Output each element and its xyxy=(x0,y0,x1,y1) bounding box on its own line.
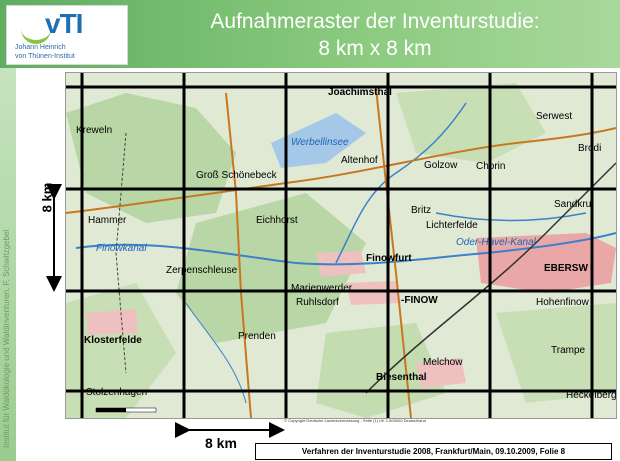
map-place-label: Altenhof xyxy=(341,155,378,166)
vti-logo: vTI Johann Heinrich von Thünen-Institut xyxy=(6,5,128,65)
map-place-label: Kreweln xyxy=(76,125,112,136)
logo-subtitle-2: von Thünen-Institut xyxy=(15,53,75,60)
map-place-label: Oder-Havel-Kanal xyxy=(456,237,537,248)
map-place-label: Biesenthal xyxy=(376,372,427,383)
urban-area xyxy=(416,358,466,388)
map-place-label: Melchow xyxy=(423,357,463,368)
vertical-scale-label: 8 km xyxy=(39,182,55,213)
map-place-label: -FINOW xyxy=(401,295,438,306)
map-place-label: Marienwerder xyxy=(291,283,353,294)
river-water xyxy=(435,212,587,222)
map-place-label: Finowkanal xyxy=(96,243,147,254)
map-place-label: Werbellinsee xyxy=(291,137,349,148)
logo-text: vTI xyxy=(45,8,83,39)
map-scale-bar-segment xyxy=(96,408,126,412)
map-place-label: Klosterfelde xyxy=(84,335,142,346)
railway xyxy=(115,132,127,374)
map-place-label: Joachimsthal xyxy=(328,87,392,98)
road xyxy=(225,92,252,418)
inventory-grid xyxy=(66,73,616,418)
map-place-label: Brodi xyxy=(578,143,601,154)
slide-title-line2: 8 km x 8 km xyxy=(318,37,432,60)
logo-swoosh-icon xyxy=(21,24,51,44)
urban-area xyxy=(476,233,616,293)
road xyxy=(66,127,616,214)
map-place-label: EBERSW xyxy=(544,263,588,274)
map-place-label: Hohenfinow xyxy=(536,297,590,308)
map-place-label: Prenden xyxy=(238,331,276,342)
map-place-label: Sandkru xyxy=(554,199,591,210)
slide-footer: Verfahren der Inventurstudie 2008, Frank… xyxy=(255,443,612,460)
map-place-label: Golzow xyxy=(424,160,458,171)
map-place-label: Eichhorst xyxy=(256,215,298,226)
slide-header: vTI Johann Heinrich von Thünen-Institut … xyxy=(0,0,620,68)
map-copyright: © Copyright Deutsche Landesvermessung - … xyxy=(284,418,426,423)
horizontal-scale-label: 8 km xyxy=(205,435,237,451)
road xyxy=(375,87,412,418)
map-place-label: Hammer xyxy=(88,215,127,226)
map-place-label: Lichterfelde xyxy=(426,220,478,231)
slide-title-line1: Aufnahmeraster der Inventurstudie: xyxy=(210,10,540,33)
river-water xyxy=(335,102,467,264)
urban-area xyxy=(86,309,138,335)
map-place-label: Serwest xyxy=(536,111,572,122)
left-sidebar xyxy=(0,68,16,461)
map-place-label: Groß Schönebeck xyxy=(196,170,278,181)
map-place-label: Britz xyxy=(411,205,431,216)
lake-water xyxy=(271,113,366,168)
forest-area xyxy=(316,323,446,418)
canal-water xyxy=(75,232,616,266)
forest-area xyxy=(496,303,616,403)
map-place-label: Zerpenschleuse xyxy=(166,265,238,276)
map-place-label: Ruhlsdorf xyxy=(296,297,339,308)
forest-area xyxy=(176,193,366,343)
logo-subtitle-1: Johann Heinrich xyxy=(15,44,66,51)
map-place-label: Trampe xyxy=(551,345,586,356)
